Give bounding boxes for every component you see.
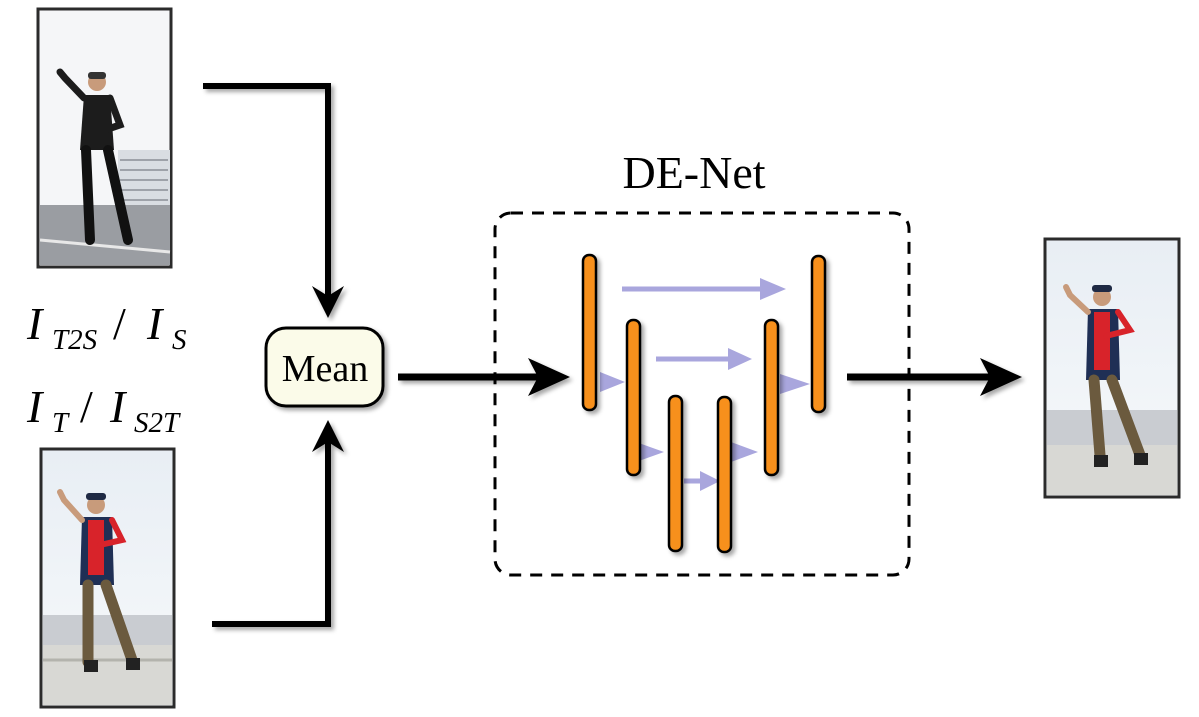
label-bottom-sep: / [80,381,93,432]
connector-top [203,83,344,318]
encoder-bar-2 [625,318,642,477]
input-photo-top [36,7,173,269]
input-photo-bottom [39,447,176,709]
arrow-mean-to-net [398,358,570,396]
label-top-a: I [26,298,45,349]
decoder-bar-3 [716,395,733,554]
decoder-bar-1 [810,254,827,414]
label-top-sep: / [113,298,126,349]
arrow-net-to-output [847,358,1022,396]
label-top-b: I [146,298,165,349]
label-bottom-a-sub: T [52,407,70,439]
feature-bars [581,253,827,554]
label-top-b-sub: S [172,324,187,356]
encoder-bar-1 [581,253,598,412]
label-bottom-b: I [109,381,128,432]
encoder-bar-3 [667,394,684,553]
connector-bottom [212,420,344,627]
mean-node: Mean [264,326,385,408]
skip-connections [600,278,810,491]
label-bottom-b-sub: S2T [134,407,181,439]
decoder-bar-2 [763,318,780,477]
label-bottom: I T / I S2T [26,381,181,439]
de-net-box [493,211,911,577]
de-net-title: DE-Net [622,147,765,198]
label-bottom-a: I [26,381,45,432]
label-top-a-sub: T2S [52,324,98,356]
output-photo [1043,237,1181,499]
mean-label: Mean [282,348,369,390]
label-top: I T2S / I S [26,298,187,356]
